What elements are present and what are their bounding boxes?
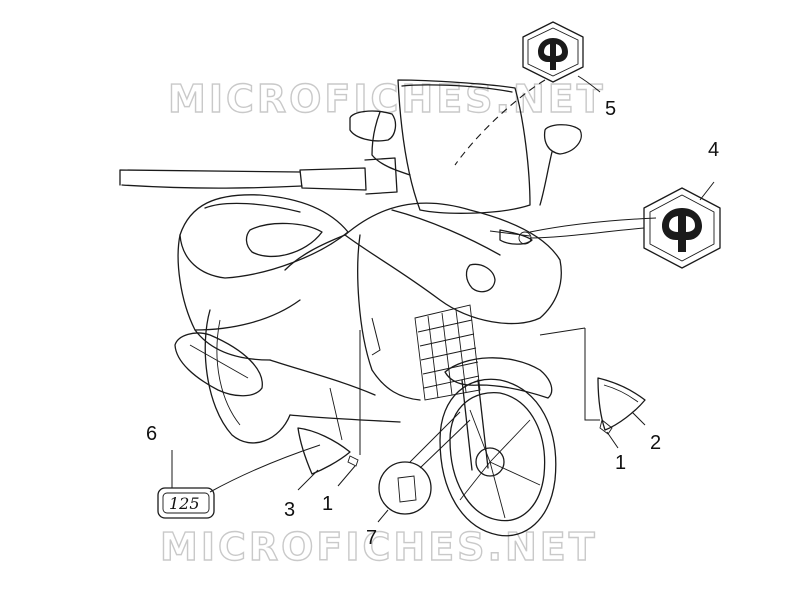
scooter-illustration (119, 79, 582, 537)
side-emblem-left (297, 427, 359, 475)
callout-1-left: 1 (322, 493, 333, 515)
logo-badge-top (522, 21, 584, 83)
logo-badge-right (643, 187, 721, 269)
piaggio-logo-icon (662, 208, 702, 252)
badge-125-label: 125 (169, 494, 200, 513)
callout-4: 4 (708, 139, 719, 161)
watermark-top: MICROFICHES.NET (168, 77, 606, 121)
displacement-badge: 125 (157, 487, 215, 519)
callout-1-right: 1 (615, 452, 626, 474)
watermark-bottom: MICROFICHES.NET (160, 525, 598, 569)
callout-3: 3 (284, 499, 295, 521)
callout-6: 6 (146, 423, 157, 445)
callout-7: 7 (366, 527, 377, 549)
callout-2: 2 (650, 432, 661, 454)
callout-5: 5 (605, 98, 616, 120)
decal-part (378, 461, 432, 515)
piaggio-logo-icon (538, 38, 568, 70)
side-emblem-right (597, 377, 646, 435)
